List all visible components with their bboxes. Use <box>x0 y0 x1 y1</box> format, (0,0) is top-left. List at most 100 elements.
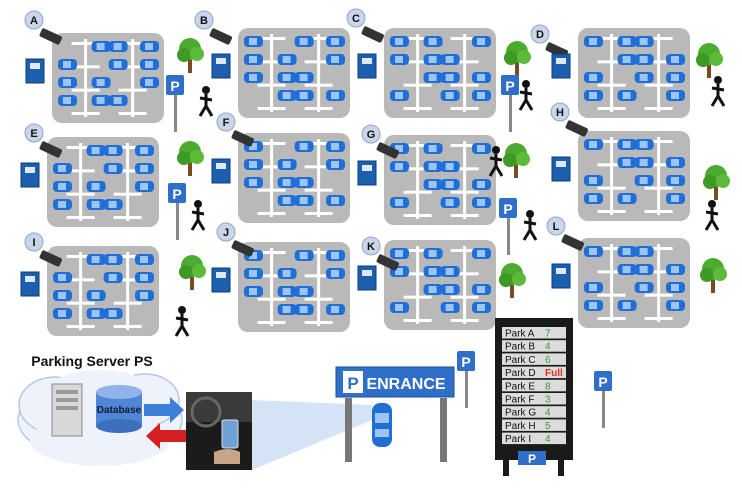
car-icon <box>326 250 345 261</box>
parking-sign-icon: P <box>499 198 517 255</box>
car-icon <box>666 157 685 168</box>
car-icon <box>135 254 154 265</box>
car-icon <box>91 77 111 88</box>
camera-icon <box>565 120 589 137</box>
car-icon <box>277 286 297 297</box>
car-icon <box>140 59 159 70</box>
controller-board-icon <box>551 156 571 182</box>
lot-label-c: C <box>346 8 366 28</box>
pedestrian-icon <box>190 200 206 231</box>
car-icon <box>326 36 345 47</box>
car-icon <box>135 181 154 192</box>
controller-board-icon <box>357 160 377 186</box>
car-icon <box>53 272 72 283</box>
lot-area <box>578 131 690 221</box>
car-icon <box>390 54 409 65</box>
parking-lot-j: J <box>211 222 350 332</box>
parking-lot-f: F <box>211 112 350 223</box>
car-icon <box>135 145 154 156</box>
car-icon <box>423 248 443 259</box>
car-icon <box>326 54 345 65</box>
car-icon <box>423 72 443 83</box>
car-icon <box>617 36 637 47</box>
car-icon <box>103 199 123 210</box>
svg-text:P: P <box>172 186 181 202</box>
car-icon <box>666 282 685 293</box>
car-icon <box>244 72 263 83</box>
car-icon <box>326 159 345 170</box>
board-park-name: Park F <box>505 395 534 406</box>
car-icon <box>440 302 460 313</box>
car-icon <box>135 290 154 301</box>
pedestrian-icon <box>488 146 504 177</box>
car-icon <box>423 266 443 277</box>
car-icon <box>472 179 491 190</box>
tree-icon <box>504 41 531 76</box>
parking-sign-icon: P <box>594 371 612 428</box>
car-icon <box>617 157 637 168</box>
tree-icon <box>696 43 723 78</box>
parking-lot-g: G <box>357 124 496 225</box>
parking-lot-i: I <box>20 232 159 336</box>
board-park-name: Park B <box>505 342 535 353</box>
car-icon <box>140 41 159 52</box>
car-icon <box>634 282 654 293</box>
car-icon <box>135 163 154 174</box>
car-icon <box>584 193 603 204</box>
car-icon <box>423 179 443 190</box>
lot-label-g: G <box>361 124 381 144</box>
board-park-name: Park C <box>505 355 536 366</box>
parking-lot-a: A <box>24 10 164 123</box>
car-icon <box>666 193 685 204</box>
board-park-value: 3 <box>545 395 551 406</box>
parking-lot-b: B <box>194 10 350 118</box>
svg-text:P: P <box>505 78 514 94</box>
car-icon <box>617 90 637 101</box>
car-icon <box>472 302 491 313</box>
lot-letter: E <box>30 128 37 140</box>
parking-lot-l: L <box>546 216 690 328</box>
car-icon <box>634 139 654 150</box>
tree-icon <box>177 141 204 176</box>
car-icon <box>326 268 345 279</box>
car-icon <box>86 290 106 301</box>
car-icon <box>294 72 314 83</box>
car-icon <box>294 177 314 188</box>
car-icon <box>277 54 297 65</box>
board-park-value: 7 <box>545 329 551 340</box>
parking-lot-c: C <box>346 8 496 118</box>
database-icon: Database <box>96 385 142 433</box>
car-icon <box>244 268 263 279</box>
controller-board-icon <box>25 58 45 84</box>
car-icon <box>472 197 491 208</box>
tree-icon <box>179 255 206 290</box>
svg-text:P: P <box>170 78 179 94</box>
car-icon <box>277 90 297 101</box>
controller-board-icon <box>551 263 571 289</box>
pedestrian-icon <box>174 306 190 337</box>
lot-label-e: E <box>24 123 44 143</box>
tree-icon <box>700 258 727 293</box>
lot-label-k: K <box>361 236 381 256</box>
car-icon <box>390 197 409 208</box>
lot-label-a: A <box>24 10 44 30</box>
car-icon <box>440 72 460 83</box>
camera-icon <box>361 26 385 43</box>
parking-lot-d: D <box>530 24 690 118</box>
pedestrian-icon <box>198 86 214 117</box>
car-icon <box>423 161 443 172</box>
lot-label-i: I <box>24 232 44 252</box>
car-icon <box>472 248 491 259</box>
board-park-name: Park A <box>505 329 535 340</box>
car-icon <box>390 36 409 47</box>
car-icon <box>294 195 314 206</box>
lot-letter: D <box>536 29 544 41</box>
car-icon <box>634 72 654 83</box>
car-icon <box>584 282 603 293</box>
car-icon <box>440 197 460 208</box>
